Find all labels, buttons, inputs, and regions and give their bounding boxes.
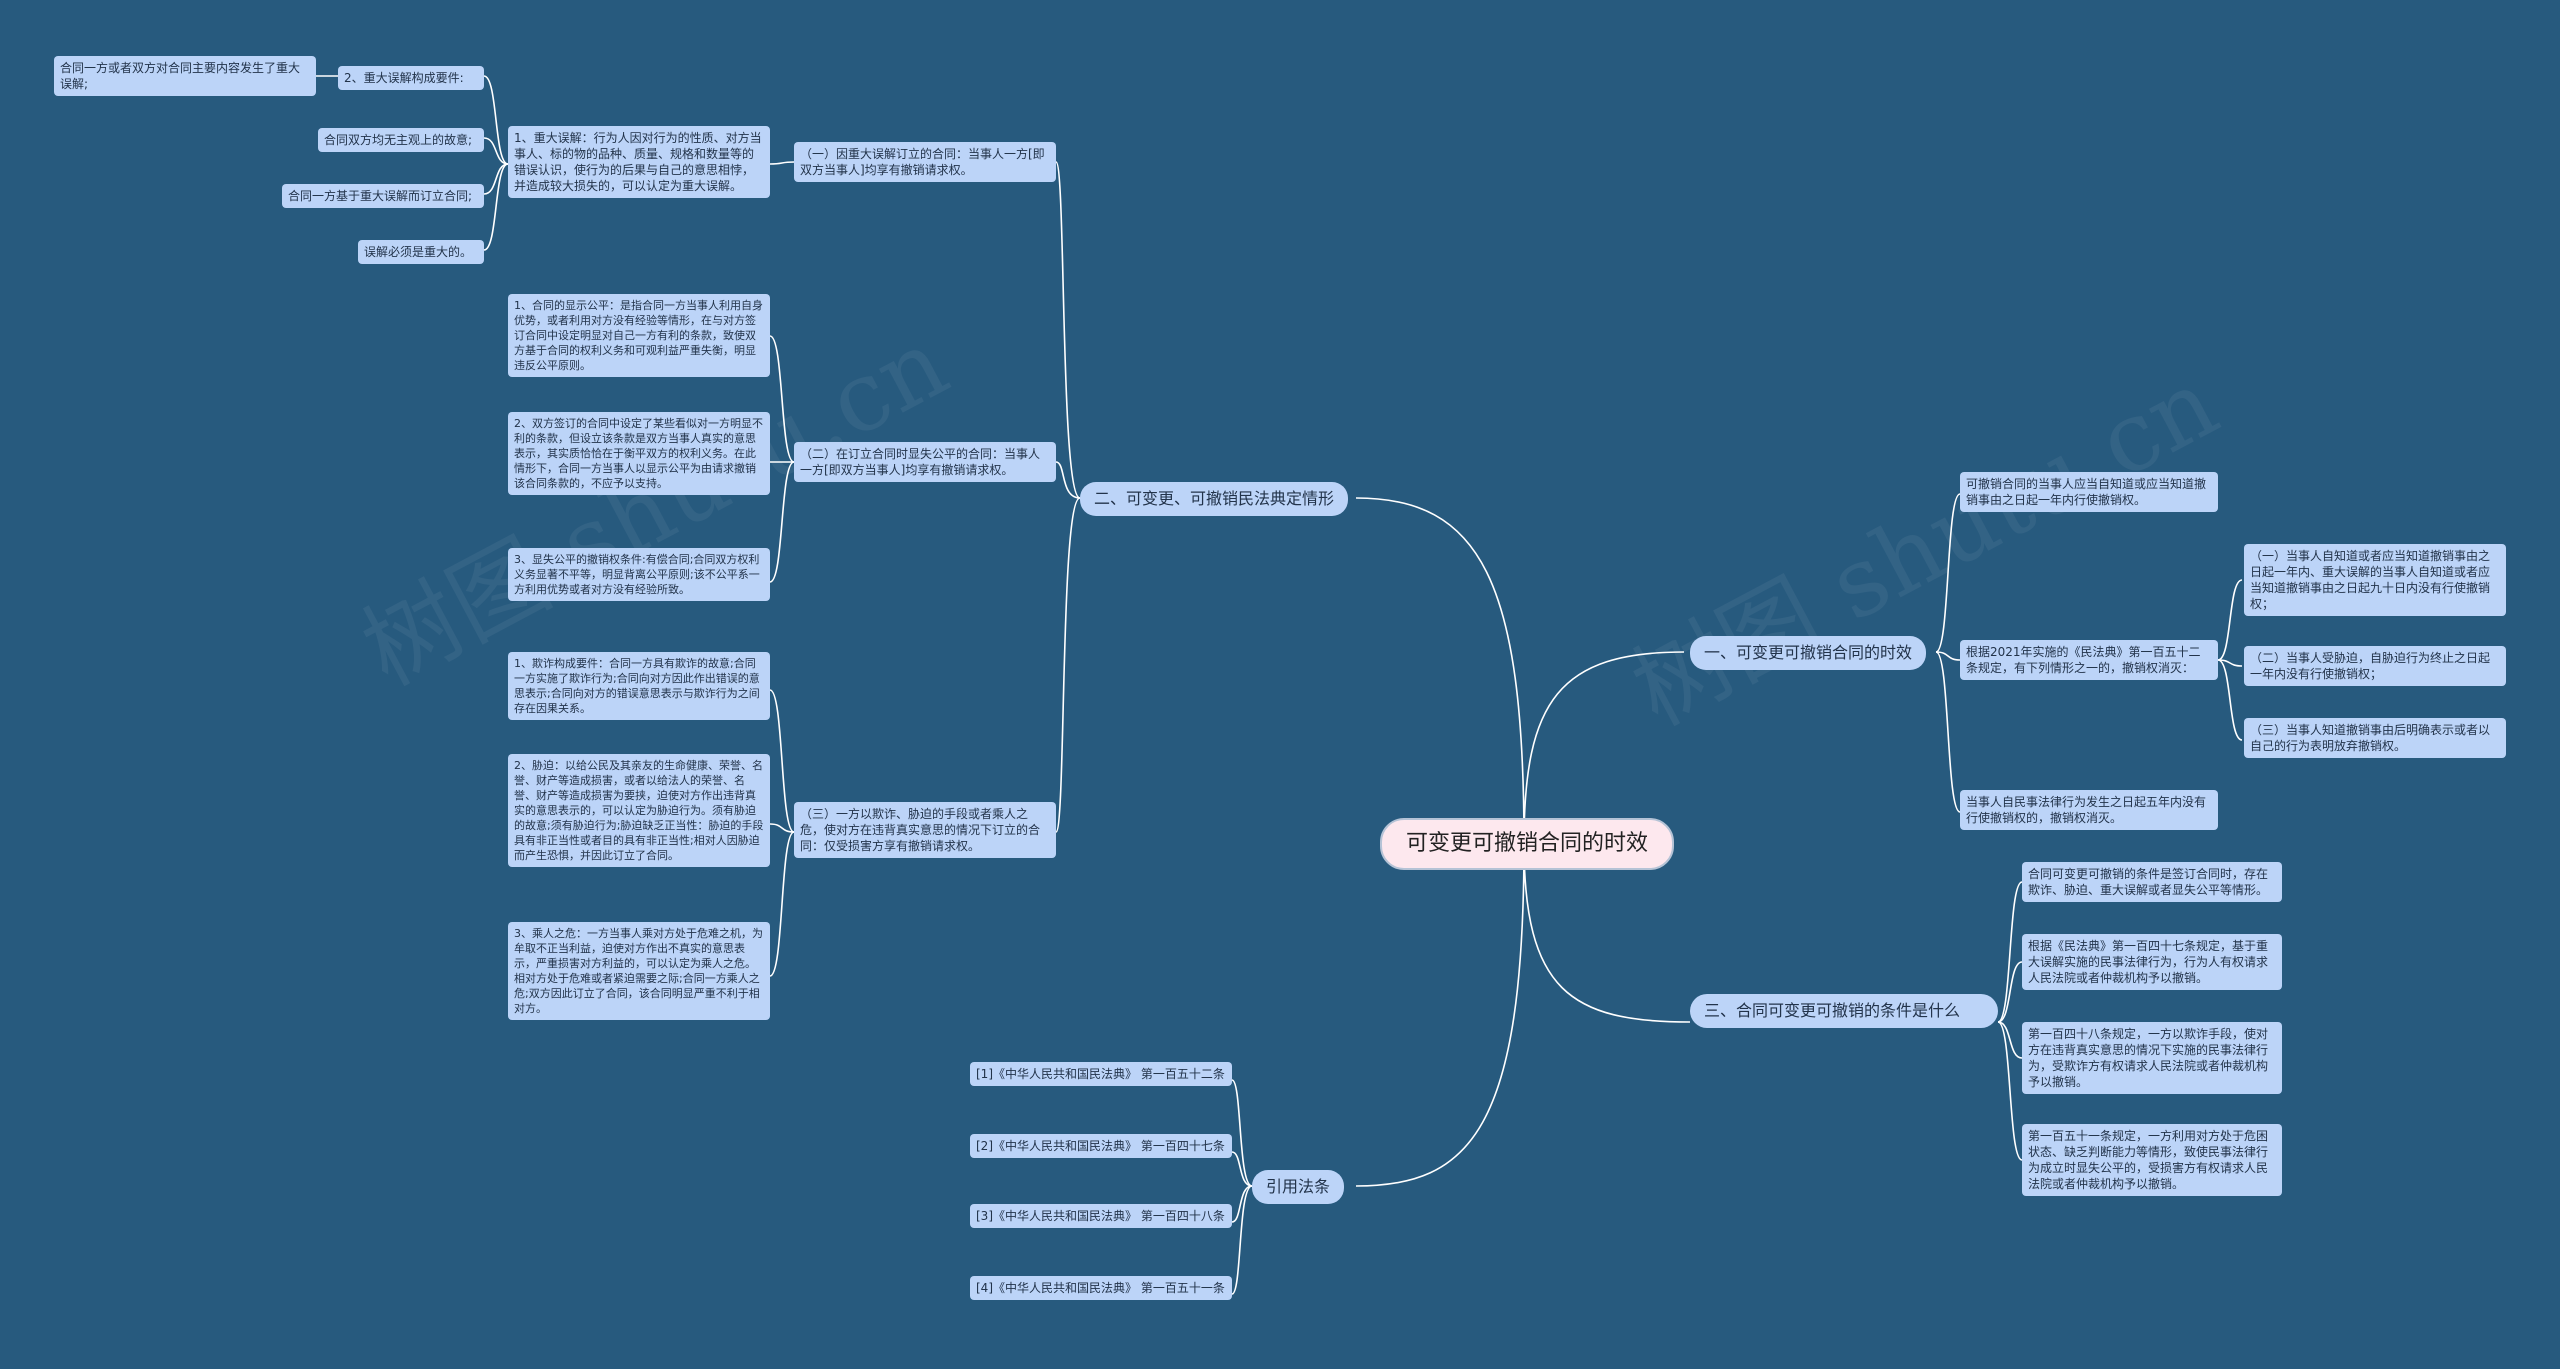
link-s3-d2 <box>769 823 795 833</box>
list-item: 2、双方签订的合同中设定了某些看似对一方明显不利的条款，但设立该条款是双方当事人… <box>508 412 770 495</box>
list-item: 第一百四十八条规定，一方以欺诈手段，使对方在违背真实意思的情况下实施的民事法律行… <box>2022 1022 2282 1094</box>
root-node[interactable]: 可变更可撤销合同的时效 <box>1380 818 1675 870</box>
link-b4-a <box>1231 1079 1253 1187</box>
list-item: （三）当事人知道撤销事由后明确表示或者以自己的行为表明放弃撤销权。 <box>2244 718 2506 758</box>
list-item: （三）一方以欺诈、胁迫的手段或者乘人之危，使对方在违背真实意思的情况下订立的合同… <box>794 802 1056 858</box>
list-item: 3、乘人之危：一方当事人乘对方处于危难之机，为牟取不正当利益，迫使对方作出不真实… <box>508 922 770 1020</box>
branch-conditions[interactable]: 三、合同可变更可撤销的条件是什么 <box>1690 994 1998 1028</box>
link-b2-s2 <box>1055 461 1081 499</box>
watermark: 树图 shutu.cn <box>1615 346 2235 748</box>
link-b2-s1 <box>1055 161 1081 499</box>
branch-timeliness[interactable]: 一、可变更可撤销合同的时效 <box>1690 636 1927 670</box>
list-item: 合同一方基于重大误解而订立合同; <box>282 184 484 208</box>
link-b1b-c2 <box>2217 659 2243 667</box>
list-item: （一）当事人自知道或者应当知道撤销事由之日起一年内、重大误解的当事人自知道或者应… <box>2244 544 2506 616</box>
link-b2-s3 <box>1055 497 1081 833</box>
list-item: （二）当事人受胁迫，自胁迫行为终止之日起一年内没有行使撤销权； <box>2244 646 2506 686</box>
link-b3-b <box>1997 961 2023 1023</box>
list-item: [1]《中华人民共和国民法典》 第一百五十二条 <box>970 1062 1232 1086</box>
link-detail-l2 <box>483 137 509 165</box>
link-s2-d1 <box>769 335 795 463</box>
link-detail-l1 <box>483 75 509 165</box>
list-item: 1、重大误解：行为人因对行为的性质、对方当事人、标的物的品种、质量、规格和数量等… <box>508 126 770 198</box>
link-root-b2 <box>1355 497 1525 844</box>
list-item: 3、显失公平的撤销权条件:有偿合同;合同双方权利义务显著不平等，明显背离公平原则… <box>508 548 770 601</box>
link-s1-detail <box>769 161 795 165</box>
branch-citations[interactable]: 引用法条 <box>1252 1170 1345 1204</box>
list-item: 2、胁迫：以给公民及其亲友的生命健康、荣誉、名誉、财产等造成损害，或者以给法人的… <box>508 754 770 867</box>
link-b1-a <box>1935 493 1961 653</box>
branch-civil-code-cases[interactable]: 二、可变更、可撤销民法典定情形 <box>1080 482 1349 516</box>
link-root-b1 <box>1523 651 1685 844</box>
link-b3-d <box>1997 1021 2023 1161</box>
list-item: [4]《中华人民共和国民法典》 第一百五十一条 <box>970 1276 1232 1300</box>
list-item: 可撤销合同的当事人应当自知道或应当知道撤销事由之日起一年内行使撤销权。 <box>1960 472 2218 512</box>
link-detail-l3 <box>483 163 509 195</box>
link-s2-d3 <box>769 461 795 583</box>
list-item: [3]《中华人民共和国民法典》 第一百四十八条 <box>970 1204 1232 1228</box>
list-item: （一）因重大误解订立的合同：当事人一方[即双方当事人]均享有撤销请求权。 <box>794 142 1056 182</box>
link-b1b-c3 <box>2217 659 2243 741</box>
list-item: 1、合同的显示公平：是指合同一方当事人利用自身优势，或者利用对方没有经验等情形，… <box>508 294 770 377</box>
link-s3-d1 <box>769 689 795 833</box>
list-item: [2]《中华人民共和国民法典》 第一百四十七条 <box>970 1134 1232 1158</box>
list-item: 第一百五十一条规定，一方利用对方处于危困状态、缺乏判断能力等情形，致使民事法律行… <box>2022 1124 2282 1196</box>
link-b4-d <box>1231 1185 1253 1295</box>
link-b4-c <box>1231 1185 1253 1223</box>
link-root-b4 <box>1355 842 1525 1187</box>
link-b1-b <box>1935 651 1961 661</box>
list-item: （二）在订立合同时显失公平的合同：当事人一方[即双方当事人]均享有撤销请求权。 <box>794 442 1056 482</box>
link-b4-b <box>1231 1151 1253 1187</box>
list-item: 合同一方或者双方对合同主要内容发生了重大误解; <box>54 56 316 96</box>
list-item: 1、欺诈构成要件：合同一方具有欺诈的故意;合同一方实施了欺诈行为;合同向对方因此… <box>508 652 770 720</box>
list-item: 误解必须是重大的。 <box>358 240 484 264</box>
link-b1-c <box>1935 651 1961 813</box>
list-item: 当事人自民事法律行为发生之日起五年内没有行使撤销权的，撤销权消灭。 <box>1960 790 2218 830</box>
list-item: 2、重大误解构成要件: <box>338 66 484 90</box>
list-item: 合同双方均无主观上的故意; <box>318 128 484 152</box>
link-s3-d3 <box>769 831 795 977</box>
link-b3-a <box>1997 881 2023 1023</box>
link-b3-c <box>1997 1021 2023 1059</box>
list-item: 根据2021年实施的《民法典》第一百五十二条规定，有下列情形之一的，撤销权消灭： <box>1960 640 2218 680</box>
list-item: 根据《民法典》第一百四十七条规定，基于重大误解实施的民事法律行为，行为人有权请求… <box>2022 934 2282 990</box>
link-detail-l4 <box>483 163 509 251</box>
list-item: 合同可变更可撤销的条件是签订合同时，存在欺诈、胁迫、重大误解或者显失公平等情形。 <box>2022 862 2282 902</box>
link-b1b-c1 <box>2217 579 2243 661</box>
